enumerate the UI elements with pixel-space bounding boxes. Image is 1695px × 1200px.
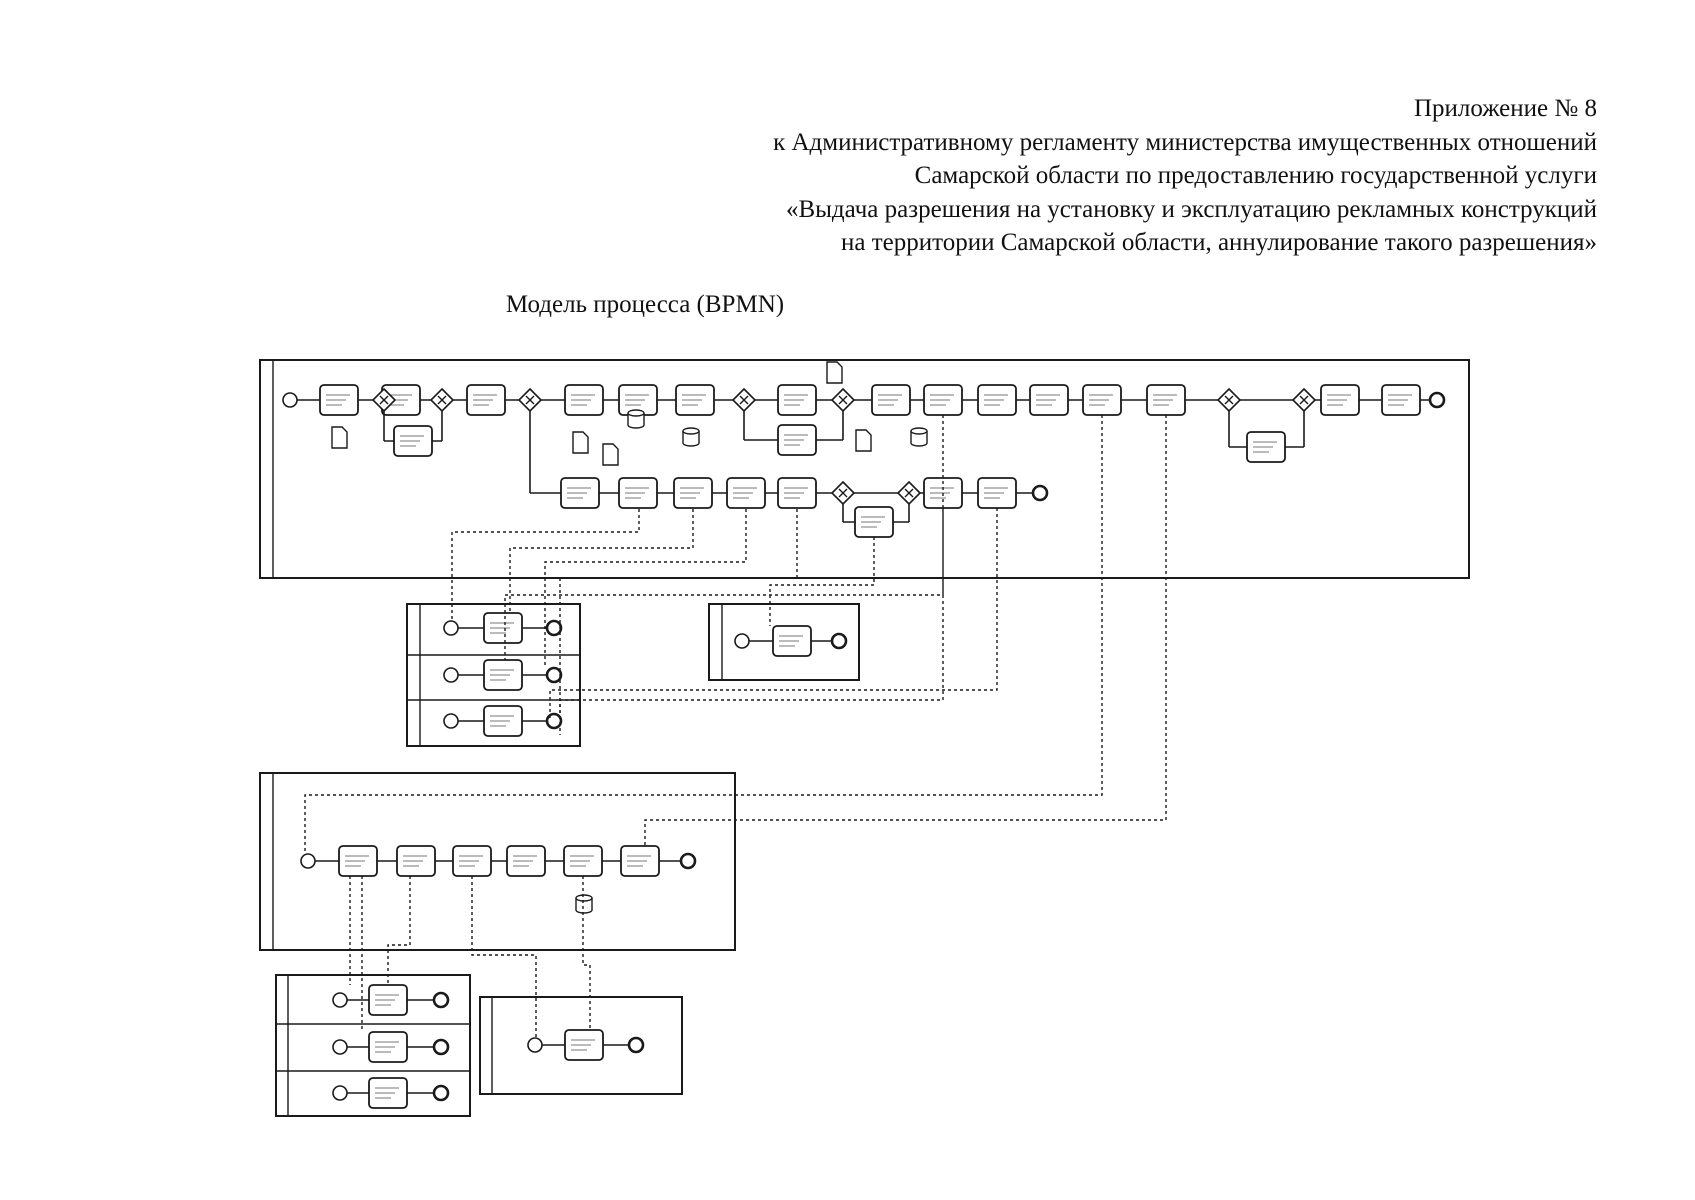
start-event bbox=[527, 1037, 543, 1053]
gateway-x-marker bbox=[437, 395, 447, 405]
data-store-icon bbox=[575, 898, 593, 914]
message-flow bbox=[451, 509, 640, 621]
end-event bbox=[545, 619, 563, 637]
start-event bbox=[332, 992, 348, 1008]
gateway-x-marker bbox=[838, 488, 848, 498]
start-event bbox=[443, 667, 459, 683]
data-object-icon bbox=[602, 443, 619, 466]
data-store-icon bbox=[682, 431, 700, 447]
end-event bbox=[679, 852, 697, 870]
message-flow bbox=[549, 508, 998, 720]
start-event bbox=[282, 392, 298, 408]
message-flow bbox=[644, 415, 1167, 846]
pool bbox=[275, 974, 471, 1117]
start-event bbox=[332, 1085, 348, 1101]
data-store-top bbox=[575, 894, 593, 902]
message-flow bbox=[559, 415, 944, 735]
data-store-top bbox=[910, 427, 928, 435]
end-event bbox=[545, 712, 563, 730]
diagram-title: Модель процесса (BPMN) bbox=[505, 291, 785, 318]
message-flow bbox=[304, 415, 1103, 854]
message-flow bbox=[509, 509, 694, 612]
pool bbox=[708, 603, 860, 681]
data-object-icon bbox=[331, 426, 348, 449]
appendix-header: Приложение № 8 к Административному регла… bbox=[773, 92, 1597, 260]
message-flow bbox=[387, 876, 411, 985]
start-event bbox=[734, 633, 750, 649]
gateway-x-marker bbox=[525, 395, 535, 405]
gateway-x-marker bbox=[904, 488, 914, 498]
end-event bbox=[432, 1084, 450, 1102]
start-event bbox=[443, 620, 459, 636]
data-object-icon bbox=[855, 429, 872, 452]
header-line-regulation: к Административному регламенту министерс… bbox=[773, 128, 1597, 156]
message-flow bbox=[559, 509, 798, 715]
data-object-icon bbox=[572, 431, 589, 454]
data-store-icon bbox=[910, 431, 928, 447]
header-line-service: «Выдача разрешения на установку и эксплу… bbox=[785, 195, 1597, 223]
message-flow bbox=[471, 876, 537, 1037]
start-event bbox=[332, 1039, 348, 1055]
start-event bbox=[300, 853, 316, 869]
gateway-x-marker bbox=[379, 395, 389, 405]
end-event bbox=[830, 632, 848, 650]
pool bbox=[259, 772, 736, 951]
header-line-annulment: на территории Самарской области, аннулир… bbox=[841, 229, 1597, 256]
header-line-region: Самарской области по предоставлению госу… bbox=[914, 162, 1597, 189]
data-store-top bbox=[682, 427, 700, 435]
message-flow bbox=[544, 509, 747, 668]
message-flow bbox=[582, 876, 591, 1030]
data-store-icon bbox=[627, 413, 645, 429]
end-event bbox=[627, 1036, 645, 1054]
end-event bbox=[1428, 391, 1446, 409]
end-event bbox=[1031, 484, 1049, 502]
message-flow bbox=[504, 508, 944, 660]
end-event bbox=[545, 666, 563, 684]
end-event bbox=[432, 991, 450, 1009]
pool bbox=[406, 603, 581, 747]
pool bbox=[259, 359, 1470, 579]
pool bbox=[479, 996, 683, 1095]
data-store-top bbox=[627, 409, 645, 417]
appendix-number: Приложение № 8 bbox=[1413, 95, 1597, 122]
start-event bbox=[443, 713, 459, 729]
end-event bbox=[432, 1038, 450, 1056]
message-flow bbox=[769, 537, 875, 626]
data-object-icon bbox=[826, 361, 843, 384]
gateway-x-marker bbox=[739, 395, 749, 405]
gateway-x-marker bbox=[838, 395, 848, 405]
gateway-x-marker bbox=[1299, 395, 1309, 405]
gateway-x-marker bbox=[1224, 395, 1234, 405]
